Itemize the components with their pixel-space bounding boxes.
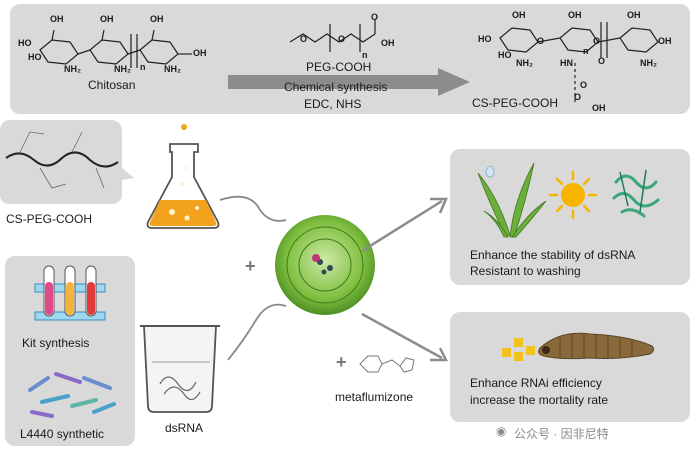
chitosan-structure	[39, 29, 192, 68]
chitosan-nh2-2: NH₂	[114, 64, 131, 74]
product-ho-1: HO	[478, 34, 492, 44]
l4440-synthetic-label: L4440 synthetic	[20, 427, 105, 441]
product-o-5: O	[574, 92, 582, 102]
chitosan-oh-4: OH	[193, 48, 207, 58]
peg-o-top: O	[371, 12, 379, 22]
chitosan-nh2-3: NH₂	[164, 64, 181, 74]
efficiency-line1: Enhance RNAi efficiency	[470, 376, 602, 390]
product-oh-4: OH	[658, 36, 672, 46]
arrow-to-stability	[361, 197, 448, 253]
beaker-icon	[140, 325, 220, 413]
protein-structure-icon	[612, 169, 660, 218]
chitosan-oh-3: OH	[150, 14, 164, 24]
product-hn: HN	[560, 58, 573, 68]
product-o-3: O	[598, 56, 606, 66]
chitosan-oh-1: OH	[50, 14, 64, 24]
peg-o-1: O	[300, 34, 308, 44]
product-nh2-1: NH₂	[516, 58, 533, 68]
metaflumizone-structure-icon	[359, 355, 415, 373]
polymer-label: CS-PEG-COOH	[6, 212, 93, 226]
chitosan-n-subscript: n	[140, 62, 146, 72]
plant-leaves-icon	[477, 162, 547, 238]
chitosan-label: Chitosan	[88, 78, 136, 92]
product-o-2: O	[593, 36, 601, 46]
product-label: CS-PEG-COOH	[472, 96, 559, 110]
polymer-speech-bubble	[0, 120, 134, 204]
efficiency-line2: increase the mortality rate	[470, 393, 609, 407]
plus-sign-left: +	[245, 256, 256, 276]
watermark-text: 公众号 · 因非尼特	[514, 427, 609, 441]
product-ho-2: HO	[498, 50, 512, 60]
product-oh-5: OH	[592, 103, 606, 113]
larva-icon	[502, 332, 655, 361]
plus-sign-metaflumizone: +	[336, 352, 347, 372]
chitosan-ho-1: HO	[18, 38, 32, 48]
product-o-4: O	[580, 80, 588, 90]
watermark-icon: ◉	[496, 424, 507, 438]
top-reaction-panel	[10, 4, 690, 114]
kit-synthesis-label: Kit synthesis	[22, 336, 90, 350]
product-nh2-2: NH₂	[640, 58, 657, 68]
reaction-conditions-line1: Chemical synthesis	[284, 80, 388, 94]
metaflumizone-label: metaflumizone	[335, 390, 414, 404]
efficiency-outcome-panel	[450, 312, 690, 422]
nanoparticle-icon	[275, 215, 375, 315]
dna-fragments-icon	[28, 372, 116, 418]
product-oh-1: OH	[512, 10, 526, 20]
peg-oh: OH	[381, 38, 395, 48]
reaction-arrow	[228, 68, 470, 96]
dsrna-label: dsRNA	[165, 421, 204, 435]
reaction-conditions-line2: EDC, NHS	[304, 97, 362, 111]
chitosan-ho-2: HO	[28, 52, 42, 62]
flask-icon	[146, 124, 220, 229]
chitosan-nh2-1: NH₂	[64, 64, 81, 74]
peg-o-2: O	[338, 34, 346, 44]
stability-line1: Enhance the stability of dsRNA	[470, 248, 636, 262]
peg-cooh-structure	[289, 20, 376, 52]
product-oh-2: OH	[568, 10, 582, 20]
product-o-1: O	[537, 36, 545, 46]
product-oh-3: OH	[627, 10, 641, 20]
sun-icon	[548, 170, 598, 220]
arrow-to-efficiency	[361, 312, 449, 362]
peg-cooh-label: PEG-COOH	[306, 60, 372, 74]
test-tube-rack-icon	[34, 265, 106, 321]
product-n-subscript: n	[583, 46, 589, 56]
stability-line2: Resistant to washing	[470, 264, 581, 278]
cs-peg-cooh-structure	[499, 22, 659, 103]
chitosan-oh-2: OH	[100, 14, 114, 24]
peg-n-subscript: n	[362, 50, 368, 60]
connector-lines	[219, 195, 287, 361]
